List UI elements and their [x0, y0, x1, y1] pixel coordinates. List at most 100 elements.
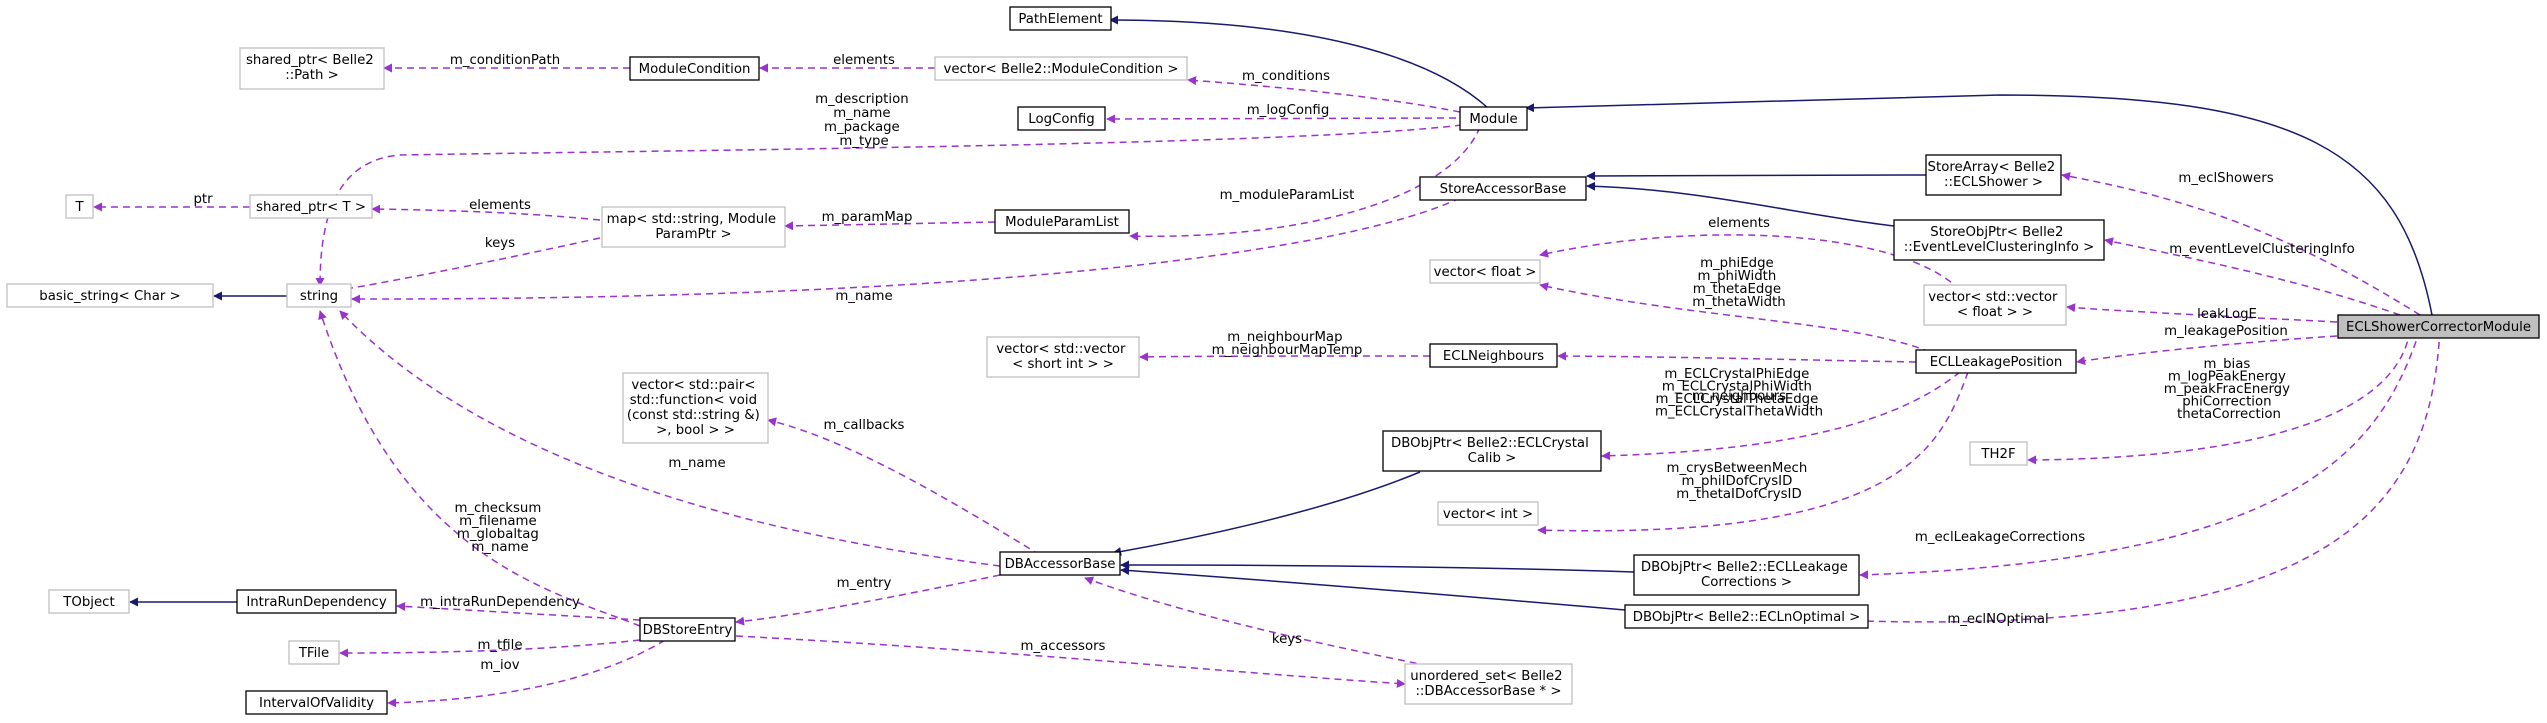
edge-neighbour-maps [1139, 352, 1431, 362]
svg-text:DBAccessorBase: DBAccessorBase [1005, 557, 1116, 572]
edge-m-logconfig [1106, 114, 1457, 124]
svg-text:ModuleCondition: ModuleCondition [639, 62, 751, 77]
edge-keys-map [339, 237, 601, 294]
node-string[interactable]: string [286, 283, 352, 308]
edge-eclshowercorrector-inherits-module [1525, 94, 2433, 316]
node-storeaccessorbase[interactable]: StoreAccessorBase [1419, 176, 1587, 201]
label-m-moduleparamlist: m_moduleParamList [1220, 188, 1355, 203]
svg-text:basic_string< Char >: basic_string< Char > [39, 289, 180, 304]
node-vector-modulecondition[interactable]: vector< Belle2::ModuleCondition > [934, 56, 1188, 81]
label-module-strings: m_description m_name m_package m_type [815, 92, 913, 149]
svg-text:DBObjPtr< Belle2::ECLCrystal: DBObjPtr< Belle2::ECLCrystal Calib > [1391, 436, 1593, 466]
edge-elements-float [1539, 234, 1961, 291]
node-intrarundependency[interactable]: IntraRunDependency [236, 589, 397, 614]
edge-dbentry-strings [318, 310, 641, 627]
svg-text:TObject: TObject [62, 595, 114, 610]
node-th2f[interactable]: TH2F [1969, 441, 2028, 466]
label-m-entry: m_entry [837, 576, 892, 591]
node-modulecondition[interactable]: ModuleCondition [629, 56, 760, 81]
edge-storeobjptr-inherits-storeaccessorbase [1586, 181, 1895, 227]
edge-m-ecl-leakage-corrections [1859, 329, 2421, 580]
edge-m-entry [735, 574, 1001, 626]
svg-text:vector< std::vector <: vector< std::vector < short int > > [996, 342, 1130, 372]
node-vector-vector-float[interactable]: vector< std::vector < float > > [1923, 284, 2067, 326]
label-dbentry-strings: m_checksum m_filename m_globaltag m_name [454, 501, 545, 555]
edge-m-accessors [735, 635, 1406, 688]
node-vector-float[interactable]: vector< float > [1429, 259, 1541, 284]
svg-text:shared_ptr< T >: shared_ptr< T > [256, 200, 366, 215]
label-m-neighbours: m_neighbours [1692, 389, 1786, 404]
svg-text:ECLShowerCorrectorModule: ECLShowerCorrectorModule [2346, 320, 2531, 335]
svg-text:StoreAccessorBase: StoreAccessorBase [1440, 182, 1567, 197]
label-m-parammap: m_paramMap [822, 210, 913, 225]
node-eclneighbours[interactable]: ECLNeighbours [1429, 343, 1558, 368]
node-moduleparamlist[interactable]: ModuleParamList [994, 209, 1130, 234]
svg-text:string: string [300, 289, 338, 304]
edge-dbobjcrystal-inherits-dbaccessorbase [1112, 471, 1421, 556]
node-unordered-set-dbaccessorbase[interactable]: unordered_set< Belle2 ::DBAccessorBase *… [1404, 663, 1573, 705]
svg-text:vector< std::vector <: vector< std::vector < float > > [1928, 290, 2062, 320]
node-dbstoreentry[interactable]: DBStoreEntry [639, 617, 736, 642]
node-dbaccessorbase[interactable]: DBAccessorBase [999, 551, 1121, 576]
edge-module-inherits-pathelement [1109, 15, 1489, 109]
node-tobject[interactable]: TObject [48, 589, 130, 614]
node-vector-vector-short[interactable]: vector< std::vector < short int > > [986, 336, 1140, 378]
node-logconfig[interactable]: LogConfig [1017, 106, 1106, 131]
node-t[interactable]: T [65, 194, 94, 219]
edge-dbobjleakage-inherits-dbaccessorbase [1120, 560, 1635, 573]
label-m-eclshowers: m_eclShowers [2178, 171, 2273, 186]
node-basic-string[interactable]: basic_string< Char > [6, 283, 214, 308]
edge-m-name-db [339, 310, 1001, 567]
svg-text:IntervalOfValidity: IntervalOfValidity [259, 696, 374, 711]
svg-text:T: T [74, 200, 84, 215]
svg-text:TH2F: TH2F [1980, 447, 2015, 462]
edge-m-iov [387, 639, 666, 708]
node-dbobjptr-eclcrystalcalib[interactable]: DBObjPtr< Belle2::ECLCrystal Calib > [1382, 430, 1602, 472]
edge-m-conditions [1187, 76, 1461, 113]
edge-keys-uset [1084, 576, 1441, 669]
node-eclleakageposition[interactable]: ECLLeakagePosition [1915, 349, 2077, 374]
edge-leakloge [2066, 303, 2338, 323]
label-elements-float: elements [1708, 216, 1770, 231]
label-m-name-db: m_name [668, 456, 725, 471]
label-ptr: ptr [193, 192, 213, 207]
label-elements-sp: elements [469, 198, 531, 213]
edge-m-eventlevelclusteringinfo [2104, 237, 2401, 316]
node-intervalofvalidity[interactable]: IntervalOfValidity [245, 690, 388, 715]
edge-m-eclnoptimal [1833, 329, 2441, 625]
node-vector-pair-function[interactable]: vector< std::pair< std::function< void (… [622, 372, 769, 444]
node-dbobjptr-eclleakagecorrections[interactable]: DBObjPtr< Belle2::ECLLeakage Corrections… [1633, 554, 1860, 596]
label-m-name-store: m_name [835, 289, 892, 304]
node-eclshowercorrectormodule[interactable]: ECLShowerCorrectorModule [2337, 314, 2540, 339]
label-m-iov: m_iov [480, 658, 519, 673]
node-pathelement[interactable]: PathElement [1009, 6, 1112, 31]
node-shared-ptr-path[interactable]: shared_ptr< Belle2 ::Path > [239, 47, 385, 90]
svg-text:unordered_set< Belle2: unordered_set< Belle2 ::DBAccessorBase *… [1410, 669, 1567, 699]
node-module[interactable]: Module [1459, 106, 1528, 131]
label-m-intrarundependency: m_intraRunDependency [420, 595, 580, 610]
svg-text:vector< Belle2::ModuleConditio: vector< Belle2::ModuleCondition > [943, 62, 1178, 77]
label-leakloge: leakLogE [2197, 307, 2257, 322]
svg-text:IntraRunDependency: IntraRunDependency [246, 595, 387, 610]
edge-m-moduleparamlist [1129, 126, 1481, 241]
label-m-ecl-leakage-corrections: m_eclLeakageCorrections [1915, 530, 2085, 545]
node-storearray-eclshower[interactable]: StoreArray< Belle2 ::ECLShower > [1925, 154, 2062, 196]
node-vector-int[interactable]: vector< int > [1437, 501, 1539, 526]
node-shared-ptr-t[interactable]: shared_ptr< T > [249, 194, 373, 219]
label-th2f-members: m_bias m_logPeakEnergy m_peakFracEnergy … [2164, 357, 2294, 422]
node-tfile[interactable]: TFile [288, 640, 340, 665]
label-m-tfile: m_tfile [477, 638, 522, 653]
label-keys-map: keys [485, 236, 515, 251]
node-dbobjptr-eclnoptimal[interactable]: DBObjPtr< Belle2::ECLnOptimal > [1624, 604, 1869, 629]
node-storeobjptr-eventlevelclusteringinfo[interactable]: StoreObjPtr< Belle2 ::EventLevelClusteri… [1893, 219, 2105, 261]
label-m-accessors: m_accessors [1021, 639, 1106, 654]
label-m-eclnoptimal: m_eclNOptimal [1947, 612, 2048, 627]
edge-storearray-inherits-storeaccessorbase [1586, 171, 1927, 181]
node-map-moduleparamptr[interactable]: map< std::string, Module ParamPtr > [601, 206, 786, 248]
nodes: PathElement Module ModuleCondition share… [6, 6, 2540, 715]
label-crys-ids: m_crysBetweenMech m_phiIDofCrysID m_thet… [1667, 461, 1812, 502]
label-m-callbacks: m_callbacks [824, 418, 905, 433]
svg-text:vector< std::pair< std: vector< std::pair< std::function< void (… [627, 378, 764, 438]
edge-dbobjnopt-inherits-dbaccessorbase [1120, 566, 1626, 611]
